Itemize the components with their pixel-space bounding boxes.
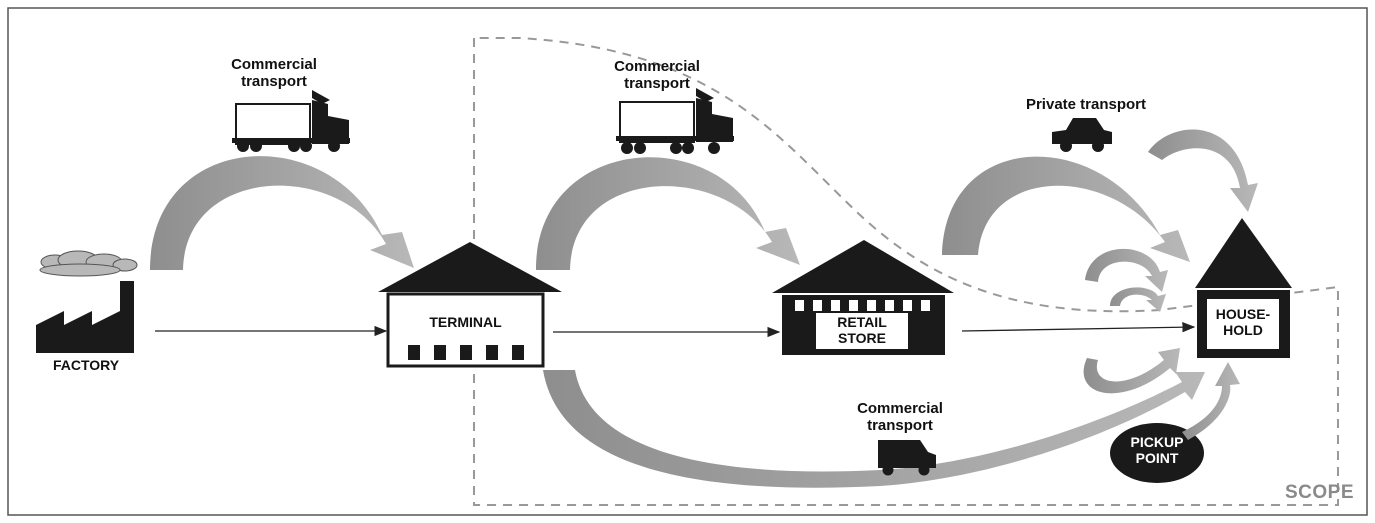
factory-label: FACTORY bbox=[52, 357, 120, 373]
transport-label-private: Private transport bbox=[1025, 96, 1147, 113]
scope-label: SCOPE bbox=[1285, 482, 1355, 503]
arc-terminal-retail bbox=[535, 157, 800, 270]
pickup-point-label: PICKUP POINT bbox=[1130, 434, 1184, 467]
arc-small-top bbox=[1148, 129, 1258, 212]
car-icon bbox=[1052, 118, 1112, 152]
household-label: HOUSE- HOLD bbox=[1215, 306, 1271, 339]
terminal-label: TERMINAL bbox=[429, 314, 502, 330]
transport-label-commercial-2: Commercial transport bbox=[614, 58, 700, 93]
arc-retail-household bbox=[942, 156, 1190, 262]
retail-store-label: RETAIL STORE bbox=[837, 314, 887, 347]
arc-pickup-household bbox=[1182, 362, 1240, 440]
scope-boundary bbox=[473, 37, 1339, 506]
household-icon bbox=[1195, 218, 1292, 358]
arc-small-mid-2 bbox=[1110, 287, 1166, 312]
transport-label-commercial-1: Commercial transport bbox=[231, 56, 317, 91]
arc-small-lower bbox=[1083, 348, 1180, 394]
arc-small-mid-1 bbox=[1085, 248, 1168, 292]
transport-label-commercial-3: Commercial transport bbox=[857, 400, 943, 435]
terminal-icon bbox=[378, 242, 562, 368]
retail-store-icon bbox=[772, 240, 954, 355]
flow-retail-household bbox=[961, 322, 1196, 333]
arc-factory-terminal bbox=[150, 156, 414, 270]
truck-icon-1 bbox=[232, 90, 350, 152]
truck-icon-2 bbox=[616, 88, 734, 154]
factory-icon bbox=[36, 250, 138, 353]
pickup-point-icon bbox=[1110, 423, 1204, 483]
outer-frame bbox=[7, 7, 1368, 516]
van-icon bbox=[878, 440, 936, 476]
